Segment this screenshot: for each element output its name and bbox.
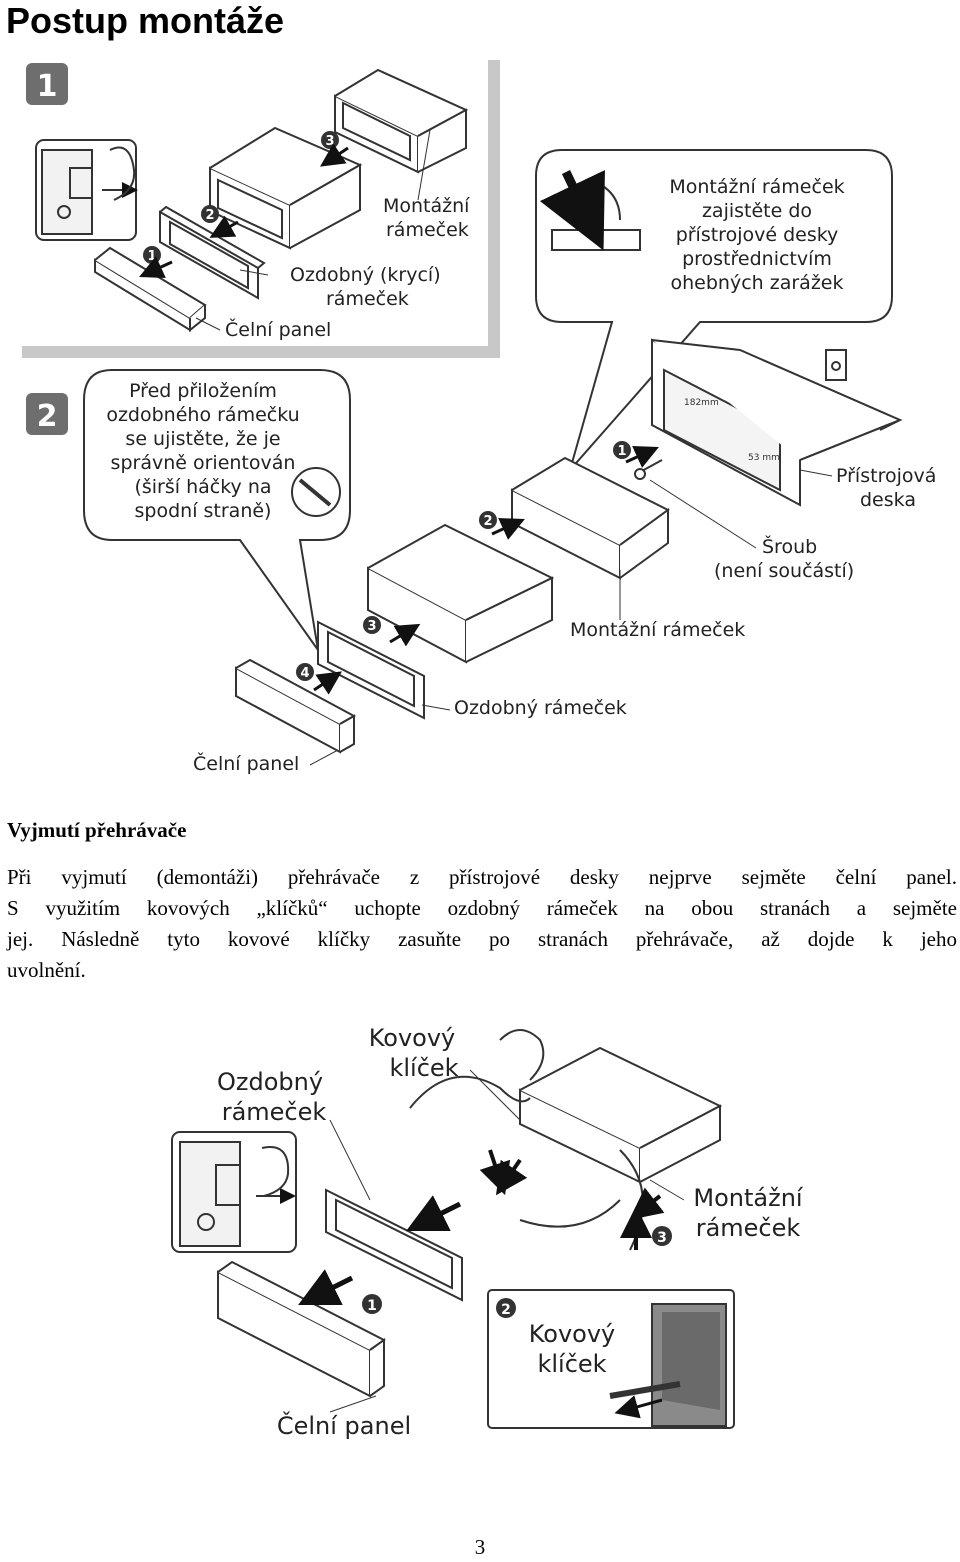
callout2-line3: se ujistěte, že je	[125, 428, 280, 450]
callout2-line2: ozdobného rámečku	[106, 404, 299, 426]
label-sroub-a: Šroub	[762, 534, 817, 558]
svg-text:4: 4	[300, 666, 309, 681]
front-panel-drawing	[94, 246, 207, 333]
svg-text:1: 1	[37, 69, 58, 104]
label-ozdobny-3a: Ozdobný	[217, 1068, 323, 1096]
svg-text:1: 1	[617, 444, 626, 459]
label-montazni-1a: Montážní	[383, 195, 470, 217]
svg-text:2: 2	[37, 399, 58, 434]
head-unit-drawing	[209, 126, 363, 250]
screw-drawing	[634, 459, 663, 480]
label-sroub-b: (není součástí)	[714, 560, 854, 582]
label-ozdobny-2: Ozdobný rámeček	[454, 697, 627, 719]
paragraph-line-2: S využitím kovových „klíčků“ uchopte ozd…	[7, 896, 957, 920]
removal-figure: 1 3 2	[171, 1029, 735, 1429]
label-ozdobny-3b: rámeček	[222, 1098, 327, 1126]
mounting-sleeve-drawing	[334, 68, 469, 174]
callout2-line6: spodní straně)	[135, 500, 272, 522]
label-kovovy-b: klíček	[389, 1054, 458, 1082]
callout1-line4: prostřednictvím	[682, 248, 832, 270]
step2-trim-drawing	[317, 620, 425, 720]
label-montazni-3a: Montážní	[693, 1184, 804, 1212]
label-pristrojova-b: deska	[860, 489, 916, 511]
label-celni-3: Čelní panel	[277, 1410, 411, 1440]
svg-text:3: 3	[657, 1230, 667, 1246]
step1-badge: 1	[26, 63, 68, 105]
callout1-line2: zajistěte do	[702, 200, 812, 222]
dashboard-board-drawing	[651, 338, 903, 507]
label-montazni-1b: rámeček	[386, 219, 469, 241]
svg-text:3: 3	[325, 134, 334, 149]
step2-front-panel-drawing	[235, 658, 357, 754]
dim-height: 53 mm	[748, 453, 780, 463]
step2-markers: 1 2 3 4	[296, 441, 659, 695]
paragraph-line-1: Při vyjmutí (demontáži) přehrávače z pří…	[7, 865, 957, 889]
callout2-line1: Před přiložením	[129, 380, 277, 402]
callout1-line1: Montážní rámeček	[669, 176, 844, 198]
label-kovovy-a: Kovový	[369, 1024, 456, 1052]
step2-head-unit-drawing	[367, 523, 555, 664]
svg-text:3: 3	[367, 619, 376, 634]
step2-callout: Před přiložením ozdobného rámečku se uji…	[83, 369, 351, 651]
label-ozdobny-1b: rámeček	[326, 288, 409, 310]
removal-paragraph: Při vyjmutí (demontáži) přehrávače z pří…	[7, 862, 957, 986]
dashboard-inset	[35, 139, 138, 241]
label-ozdobny-1a: Ozdobný (krycí)	[290, 264, 441, 286]
page-title: Postup montáže	[6, 0, 285, 41]
label-celni-2: Čelní panel	[193, 751, 299, 775]
dim-width: 182mm	[684, 398, 719, 408]
svg-text:2: 2	[205, 208, 214, 223]
svg-text:1: 1	[367, 1298, 377, 1314]
trim-frame-drawing	[159, 205, 266, 300]
step2-badge: 2	[26, 393, 68, 435]
svg-text:1: 1	[147, 249, 156, 264]
step1-panel: 1	[22, 60, 500, 358]
label-inset-kovovy-b: klíček	[537, 1350, 606, 1378]
svg-text:2: 2	[501, 1302, 511, 1318]
label-montazni-3b: rámeček	[696, 1214, 801, 1242]
callout2-line5: (širší háčky na	[134, 476, 271, 498]
label-montazni-2: Montážní rámeček	[570, 619, 745, 641]
step1-callout: Montážní rámeček zajistěte do přístrojov…	[535, 149, 893, 471]
callout2-line4: správně orientován	[111, 452, 296, 474]
label-pristrojova-a: Přístrojová	[836, 465, 936, 487]
callout1-line3: přístrojové desky	[676, 224, 839, 246]
step1-markers: 1 2 3	[139, 131, 349, 278]
svg-text:2: 2	[483, 514, 492, 529]
label-celni-1: Čelní panel	[225, 317, 331, 341]
step2-sleeve-drawing	[511, 456, 670, 580]
callout1-line5: ohebných zarážek	[671, 272, 844, 294]
page-number: 3	[474, 1535, 486, 1559]
paragraph-line-4: uvolnění.	[7, 958, 86, 982]
paragraph-line-3: jej. Následně tyto kovové klíčky zasuňte…	[7, 927, 957, 951]
removal-heading: Vyjmutí přehrávače	[7, 818, 187, 842]
label-inset-kovovy-a: Kovový	[529, 1320, 616, 1348]
